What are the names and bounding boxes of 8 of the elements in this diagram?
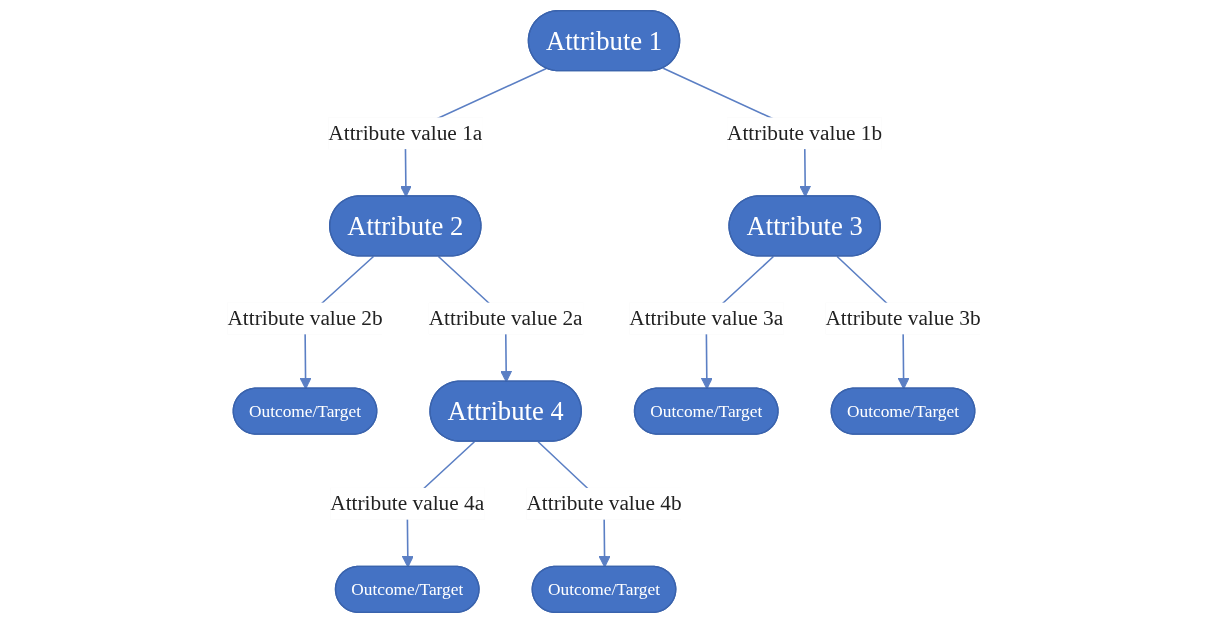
edge-label: Attribute value 2a [428, 306, 583, 330]
edge-label: Attribute value 1b [727, 121, 883, 144]
edge-label: Attribute value 3a [629, 306, 784, 330]
edge-label: Attribute value 2b [227, 306, 383, 330]
edge-label: Attribute value 4a [330, 491, 485, 515]
edge-label: Attribute value 4b [526, 491, 682, 515]
edge-label: Attribute value 1a [328, 121, 483, 144]
edge-label: Attribute value 3b [825, 306, 981, 330]
